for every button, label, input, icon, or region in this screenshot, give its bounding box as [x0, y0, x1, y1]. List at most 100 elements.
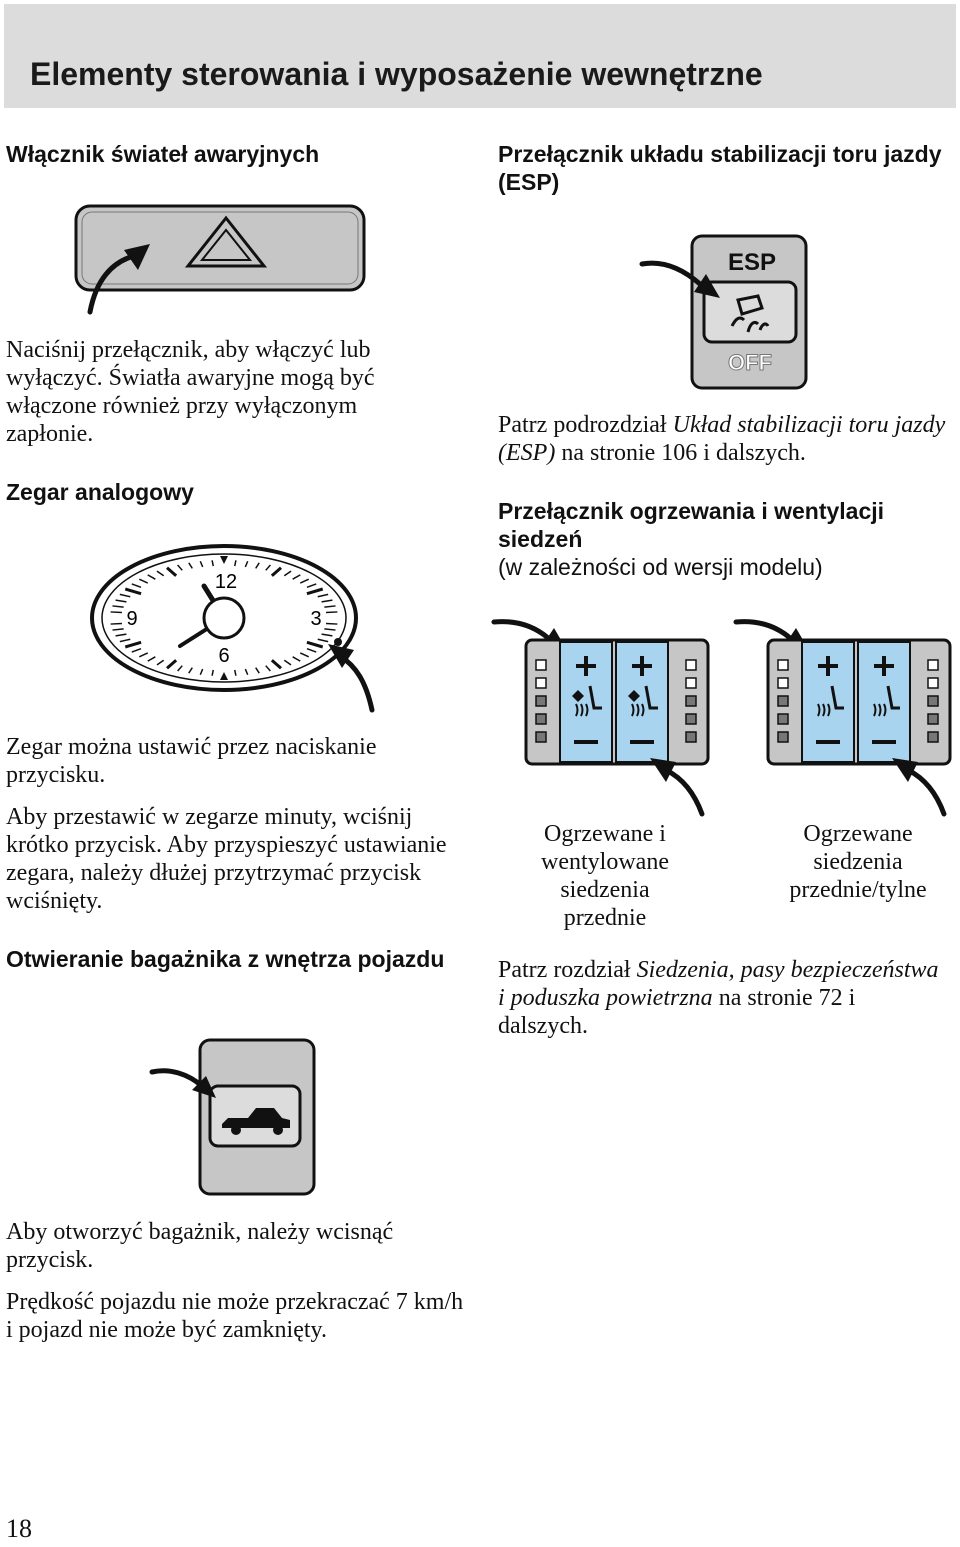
- clock-tick: [306, 647, 317, 653]
- heat-wave-icon: [580, 703, 584, 717]
- indicator-led: [927, 695, 939, 707]
- seat-button[interactable]: [857, 641, 911, 763]
- clock-set-button[interactable]: [334, 638, 342, 646]
- esp-label: ESP: [728, 249, 776, 276]
- skidding-car-icon: [730, 294, 770, 333]
- clock-tick: [270, 659, 282, 670]
- heat-wave-icon: [575, 703, 579, 717]
- indicator-led: [927, 731, 939, 743]
- heat-wave-icon: [883, 703, 887, 717]
- indicator-led: [685, 731, 697, 743]
- clock-tick: [112, 605, 124, 608]
- page-header: Elementy sterowania i wyposażenie wewnęt…: [4, 4, 956, 108]
- clock-tick: [131, 647, 142, 653]
- indicator-led: [777, 731, 789, 743]
- indicator-led: [777, 713, 789, 725]
- clock-tick: [199, 560, 204, 568]
- esp-heading: Przełącznik układu stabilizacji toru jaz…: [498, 141, 942, 195]
- clock-tick: [244, 668, 249, 676]
- clock-tick: [188, 667, 193, 674]
- clock-tick: [138, 652, 149, 658]
- hazard-heading: Włącznik świateł awaryjnych: [6, 141, 320, 167]
- indicator-led: [777, 677, 789, 689]
- hazard-text: Naciśnij przełącznik, aby włączyć lub wy…: [6, 337, 375, 447]
- clock-tick: [112, 628, 124, 631]
- clock-tick: [188, 562, 193, 569]
- indicator-led: [685, 695, 697, 707]
- esp-reference: Patrz podrozdział Układ stabilizacji tor…: [498, 412, 946, 466]
- clock-tick: [265, 564, 271, 571]
- seats-reference: Patrz rozdział Siedzenia, pasy bezpiecze…: [498, 957, 939, 1039]
- clock-tick: [325, 622, 338, 625]
- clock-numeral-3: 3: [310, 608, 321, 630]
- caption-heated: Ogrzewane siedzenia przednie/tylne: [789, 821, 927, 903]
- analog-clock-illustration: 12 3 6 9: [90, 544, 375, 713]
- pointer-arrow: [491, 619, 551, 641]
- heat-wave-icon: [641, 703, 645, 717]
- indicator-led: [927, 713, 939, 725]
- pointer-arrow: [905, 767, 947, 817]
- clock-tick: [255, 667, 260, 674]
- indicator-led: [535, 659, 547, 671]
- clock-tick: [131, 583, 142, 589]
- clock-tick: [115, 599, 127, 603]
- clock-tick: [199, 668, 204, 676]
- clock-tick: [265, 665, 271, 672]
- seat-panel-heated-ventilated: [491, 619, 710, 817]
- trunk-switch-illustration: [149, 1038, 316, 1196]
- pointer-arrow: [337, 653, 375, 713]
- clock-tick: [233, 560, 237, 567]
- trunk-text-2: Prędkość pojazdu nie może przekraczać 7 …: [6, 1289, 464, 1343]
- trunk-heading: Otwieranie bagażnika z wnętrza pojazdu: [6, 946, 445, 972]
- clock-tick: [110, 622, 123, 625]
- clock-tick: [299, 578, 310, 584]
- pointer-arrow: [149, 1068, 205, 1089]
- clock-tick: [124, 587, 142, 596]
- seat-panel-heated: [733, 619, 952, 817]
- fan-icon: [628, 690, 640, 702]
- pointer-arrow-head: [650, 758, 676, 782]
- clock-tick: [138, 578, 149, 584]
- clock-tick: [292, 574, 301, 580]
- clock-tick: [324, 628, 336, 631]
- fan-icon: [572, 690, 584, 702]
- clock-tick: [233, 669, 237, 676]
- indicator-led: [685, 677, 697, 689]
- clock-tick: [299, 652, 310, 658]
- clock-tick: [283, 659, 292, 666]
- clock-tick: [166, 659, 178, 670]
- clock-tick: [321, 633, 333, 637]
- heat-wave-icon: [585, 703, 589, 717]
- page-number: 18: [6, 1514, 32, 1543]
- pointer-arrow: [639, 260, 703, 287]
- clock-tick: [147, 574, 156, 580]
- clock-tick: [306, 640, 324, 649]
- clock-text-2: Aby przestawić w zegarze minuty, wciśnij…: [6, 804, 447, 914]
- indicator-led: [535, 713, 547, 725]
- heat-wave-icon: [817, 703, 821, 717]
- clock-tick: [317, 593, 329, 598]
- clock-tick: [211, 560, 215, 567]
- esp-switch-illustration: ESP OFF: [639, 234, 808, 390]
- indicator-led: [685, 659, 697, 671]
- indicator-led: [535, 677, 547, 689]
- pointer-arrow-head: [892, 758, 918, 782]
- clock-tick: [166, 566, 178, 577]
- clock-tick: [156, 659, 165, 666]
- hazard-switch-illustration: [74, 204, 366, 315]
- indicator-led: [777, 695, 789, 707]
- clock-tick: [306, 587, 324, 596]
- clock-tick: [283, 570, 292, 577]
- indicator-led: [535, 695, 547, 707]
- clock-tick: [270, 566, 282, 577]
- clock-tick: [177, 665, 183, 672]
- clock-tick: [119, 638, 131, 643]
- clock-tick: [325, 611, 338, 614]
- caption-heated-ventilated: Ogrzewane i wentylowane siedzenia przedn…: [541, 821, 669, 931]
- seat-icon: [644, 685, 658, 710]
- clock-numeral-6: 6: [218, 645, 229, 667]
- indicator-led: [535, 731, 547, 743]
- indicator-led: [927, 677, 939, 689]
- seats-heading: Przełącznik ogrzewania i wentylacji sied…: [498, 497, 953, 581]
- clock-text-1: Zegar można ustawić przez naciskanie prz…: [6, 734, 377, 788]
